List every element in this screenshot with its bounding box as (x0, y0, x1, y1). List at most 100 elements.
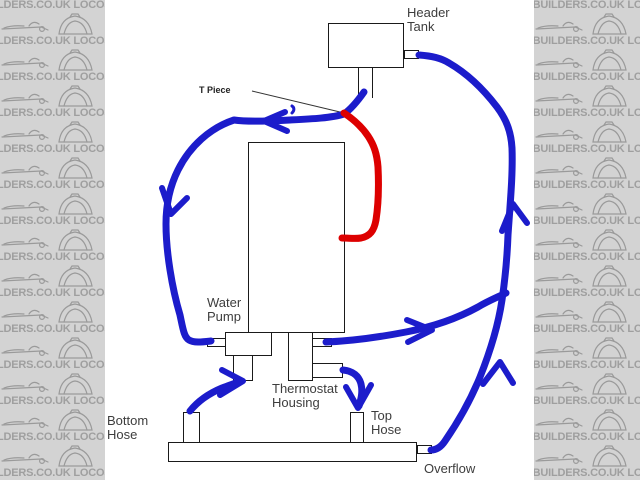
thermostat-housing-label-line1: Thermostat (272, 381, 338, 396)
watermark-tile: LOCOSTBUILDERS.CO.UK LOCOSTBUILDERS.CO.U… (0, 84, 105, 120)
car-sketch-icon (535, 13, 627, 35)
car-sketch-icon (1, 85, 93, 107)
car-sketch-icon (535, 49, 627, 71)
water-pump-bottom-outlet (233, 355, 253, 381)
watermark-tile: LOCOSTBUILDERS.CO.UK LOCOSTBUILDERS.CO.U… (0, 372, 105, 408)
top-hose-label: Top Hose (371, 409, 401, 437)
watermark-text: LOCOSTBUILDERS.CO.UK LOCOSTBUILDERS.CO.U… (0, 287, 105, 299)
car-sketch-icon (535, 85, 627, 107)
watermark-text: LOCOSTBUILDERS.CO.UK LOCOSTBUILDERS.CO.U… (0, 215, 105, 227)
water-pump-label: Water Pump (207, 296, 241, 324)
top-hose-label-line2: Hose (371, 422, 402, 437)
watermark-tile: LOCOSTBUILDERS.CO.UK LOCOSTBUILDERS.CO.U… (534, 12, 640, 48)
watermark-column-right: LOCOSTBUILDERS.CO.UK LOCOSTBUILDERS.CO.U… (534, 0, 640, 480)
thermostat-housing-body (288, 332, 313, 381)
watermark-tile: LOCOSTBUILDERS.CO.UK LOCOSTBUILDERS.CO.U… (534, 228, 640, 264)
watermark-text: LOCOSTBUILDERS.CO.UK LOCOSTBUILDERS.CO.U… (0, 0, 105, 11)
watermark-text: LOCOSTBUILDERS.CO.UK LOCOSTBUILDERS.CO.U… (534, 251, 640, 263)
thermostat-housing-label: Thermostat Housing (272, 382, 338, 410)
bottom-hose-label-line1: Bottom (107, 413, 149, 428)
car-sketch-icon (1, 409, 93, 431)
watermark-text: LOCOSTBUILDERS.CO.UK LOCOSTBUILDERS.CO.U… (0, 71, 105, 83)
bottom-hose-label: Bottom Hose (107, 414, 148, 442)
car-sketch-icon (535, 193, 627, 215)
car-sketch-icon (1, 49, 93, 71)
watermark-text: LOCOSTBUILDERS.CO.UK LOCOSTBUILDERS.CO.U… (534, 0, 640, 11)
watermark-tile: LOCOSTBUILDERS.CO.UK LOCOSTBUILDERS.CO.U… (534, 408, 640, 444)
flow-arrow-left-icon (261, 109, 290, 134)
water-pump-inlet-stub (207, 338, 226, 347)
watermark-tile: LOCOSTBUILDERS.CO.UK LOCOSTBUILDERS.CO.U… (0, 48, 105, 84)
car-sketch-icon (535, 445, 627, 467)
car-sketch-icon (535, 229, 627, 251)
watermark-text: LOCOSTBUILDERS.CO.UK LOCOSTBUILDERS.CO.U… (0, 143, 105, 155)
watermark-tile: LOCOSTBUILDERS.CO.UK LOCOSTBUILDERS.CO.U… (0, 336, 105, 372)
thermostat-housing-label-line2: Housing (272, 395, 320, 410)
t-piece-pointer-line (251, 90, 341, 113)
watermark-text: LOCOSTBUILDERS.CO.UK LOCOSTBUILDERS.CO.U… (534, 395, 640, 407)
watermark-tile: LOCOSTBUILDERS.CO.UK LOCOSTBUILDERS.CO.U… (0, 12, 105, 48)
car-sketch-icon (1, 229, 93, 251)
flow-arrow-down-icon (159, 185, 190, 217)
watermark-tile: LOCOSTBUILDERS.CO.UK LOCOSTBUILDERS.CO.U… (0, 120, 105, 156)
watermark-text: LOCOSTBUILDERS.CO.UK LOCOSTBUILDERS.CO.U… (0, 431, 105, 443)
engine-block (248, 142, 345, 333)
thermostat-outlet-hose-line (322, 289, 510, 346)
t-piece-label: T Piece (199, 85, 231, 95)
watermark-tile: LOCOSTBUILDERS.CO.UK LOCOSTBUILDERS.CO.U… (534, 264, 640, 300)
watermark-text: LOCOSTBUILDERS.CO.UK LOCOSTBUILDERS.CO.U… (0, 107, 105, 119)
car-sketch-icon (535, 265, 627, 287)
top-hose-down-line (339, 366, 366, 410)
watermark-tile: LOCOSTBUILDERS.CO.UK LOCOSTBUILDERS.CO.U… (534, 300, 640, 336)
watermark-text: LOCOSTBUILDERS.CO.UK LOCOSTBUILDERS.CO.U… (534, 467, 640, 479)
overflow-label: Overflow (424, 461, 476, 476)
watermark-text: LOCOSTBUILDERS.CO.UK LOCOSTBUILDERS.CO.U… (0, 359, 105, 371)
watermark-tile: LOCOSTBUILDERS.CO.UK LOCOSTBUILDERS.CO.U… (534, 336, 640, 372)
watermark-tile: LOCOSTBUILDERS.CO.UK LOCOSTBUILDERS.CO.U… (0, 264, 105, 300)
watermark-tile: LOCOSTBUILDERS.CO.UK LOCOSTBUILDERS.CO.U… (0, 444, 105, 480)
bottom-hose-label-line2: Hose (107, 427, 138, 442)
watermark-tile: LOCOSTBUILDERS.CO.UK LOCOSTBUILDERS.CO.U… (0, 0, 105, 12)
watermark-text: LOCOSTBUILDERS.CO.UK LOCOSTBUILDERS.CO.U… (534, 179, 640, 191)
thermostat-lower-outlet-stub (312, 363, 343, 378)
watermark-text: LOCOSTBUILDERS.CO.UK LOCOSTBUILDERS.CO.U… (534, 287, 640, 299)
car-sketch-icon (535, 157, 627, 179)
watermark-text: LOCOSTBUILDERS.CO.UK LOCOSTBUILDERS.CO.U… (0, 251, 105, 263)
car-sketch-icon (535, 301, 627, 323)
flow-arrow-up-right-side-icon (499, 201, 530, 234)
watermark-text: LOCOSTBUILDERS.CO.UK LOCOSTBUILDERS.CO.U… (534, 143, 640, 155)
watermark-tile: LOCOSTBUILDERS.CO.UK LOCOSTBUILDERS.CO.U… (534, 372, 640, 408)
header-tank-outlet-stub (404, 50, 419, 59)
watermark-text: LOCOSTBUILDERS.CO.UK LOCOSTBUILDERS.CO.U… (534, 359, 640, 371)
header-tank-neck-pipe (358, 67, 373, 98)
radiator-left-stub (183, 412, 200, 443)
water-pump-label-line1: Water (207, 295, 242, 310)
car-sketch-icon (535, 121, 627, 143)
watermark-tile: LOCOSTBUILDERS.CO.UK LOCOSTBUILDERS.CO.U… (0, 300, 105, 336)
car-sketch-icon (1, 157, 93, 179)
watermark-text: LOCOSTBUILDERS.CO.UK LOCOSTBUILDERS.CO.U… (534, 71, 640, 83)
water-pump-body (225, 332, 272, 356)
red-bypass-hose-line (338, 109, 382, 242)
flow-arrow-into-radiator-icon (343, 382, 374, 411)
watermark-tile: LOCOSTBUILDERS.CO.UK LOCOSTBUILDERS.CO.U… (534, 48, 640, 84)
header-tank (328, 23, 404, 68)
watermark-text: LOCOSTBUILDERS.CO.UK LOCOSTBUILDERS.CO.U… (534, 431, 640, 443)
car-sketch-icon (1, 121, 93, 143)
bottom-hose-line (186, 377, 245, 415)
radiator-overflow-stub (417, 445, 432, 454)
stray-blue-tick (290, 104, 296, 115)
car-sketch-icon (535, 373, 627, 395)
watermark-text: LOCOSTBUILDERS.CO.UK LOCOSTBUILDERS.CO.U… (0, 179, 105, 191)
watermark-column-left: LOCOSTBUILDERS.CO.UK LOCOSTBUILDERS.CO.U… (0, 0, 105, 480)
car-sketch-icon (1, 193, 93, 215)
watermark-tile: LOCOSTBUILDERS.CO.UK LOCOSTBUILDERS.CO.U… (534, 192, 640, 228)
watermark-tile: LOCOSTBUILDERS.CO.UK LOCOSTBUILDERS.CO.U… (0, 228, 105, 264)
overflow-hose-line (415, 51, 516, 454)
car-sketch-icon (535, 337, 627, 359)
car-sketch-icon (1, 337, 93, 359)
car-sketch-icon (1, 445, 93, 467)
watermark-text: LOCOSTBUILDERS.CO.UK LOCOSTBUILDERS.CO.U… (534, 323, 640, 335)
radiator-right-stub (350, 412, 364, 443)
flow-arrow-up-overflow-icon (480, 359, 516, 387)
